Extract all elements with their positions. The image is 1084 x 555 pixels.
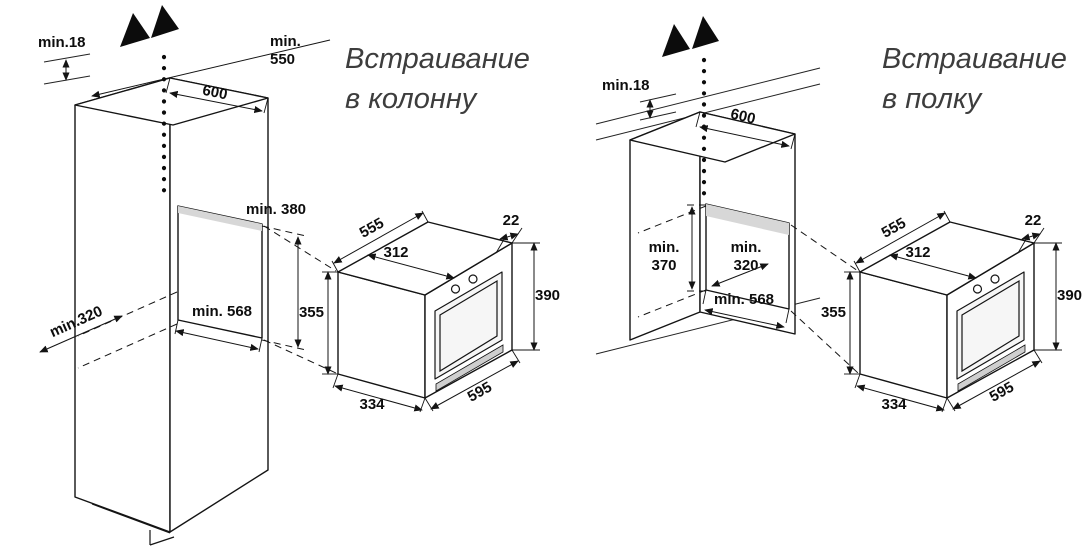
dim-min18: min.18 xyxy=(38,34,91,85)
dim-label-600: 600 xyxy=(201,82,229,104)
vent-arrow-icon xyxy=(151,5,179,38)
dim-600: 600 xyxy=(165,77,269,114)
oven-shelf-install xyxy=(821,211,1082,413)
dim-label-min320-1: min. xyxy=(731,239,762,256)
dim-label-min18: min.18 xyxy=(38,34,86,51)
shelf-construction-line xyxy=(595,67,821,125)
vent-arrow-icon xyxy=(662,24,690,57)
dim-label-min370-2: 370 xyxy=(651,257,676,274)
dim-label-min370-1: min. xyxy=(649,239,680,256)
column-plinth-base xyxy=(149,536,175,546)
diagram-title-line: Встраивание xyxy=(882,43,1067,75)
column-plinth-line xyxy=(91,503,171,534)
dim-min18: min.18 xyxy=(602,77,677,121)
niche-depth-projection xyxy=(77,323,178,369)
dim-label-min550-2: 550 xyxy=(270,51,295,68)
diagram-title-line: в колонну xyxy=(345,83,478,115)
dim-600: 600 xyxy=(695,106,796,150)
dim-min370: min. 370 xyxy=(649,204,706,292)
dim-label-min550-1: min. xyxy=(270,33,301,50)
niche-shadow xyxy=(706,204,789,235)
column-side-face xyxy=(74,77,171,533)
niche-shadow xyxy=(178,206,262,231)
projection-line xyxy=(263,225,337,272)
dim-label-600: 600 xyxy=(729,106,757,128)
dim-min568: min. 568 xyxy=(174,303,263,353)
niche-depth-projection xyxy=(637,289,707,318)
dim-label-min18: min.18 xyxy=(602,77,650,94)
diagram-title-line: в полку xyxy=(882,83,983,115)
diagram-title-line: Встраивание xyxy=(345,43,530,75)
depth-leader-line xyxy=(91,39,331,98)
dim-min380: min. 380 xyxy=(246,201,307,351)
shelf-diagram: 600 min.18 min. 320 min. 370 xyxy=(595,16,1082,413)
shelf-construction-line xyxy=(595,83,821,141)
vent-arrow-icon xyxy=(692,16,719,49)
vent-arrow-icon xyxy=(120,13,150,47)
oven-column-install xyxy=(299,211,560,413)
projection-line xyxy=(790,224,859,272)
dim-label-min380: min. 380 xyxy=(246,201,306,218)
projection-line xyxy=(790,310,859,374)
projection-line xyxy=(263,339,337,374)
dim-min568: min. 568 xyxy=(702,289,790,329)
dim-label-min568: min. 568 xyxy=(192,303,252,320)
dim-label-min320-2: 320 xyxy=(733,257,758,274)
dim-min320: min. 320 xyxy=(711,239,769,287)
column-diagram: min. 550 min.320 600 xyxy=(38,5,560,546)
dim-label-min568: min. 568 xyxy=(714,291,774,308)
